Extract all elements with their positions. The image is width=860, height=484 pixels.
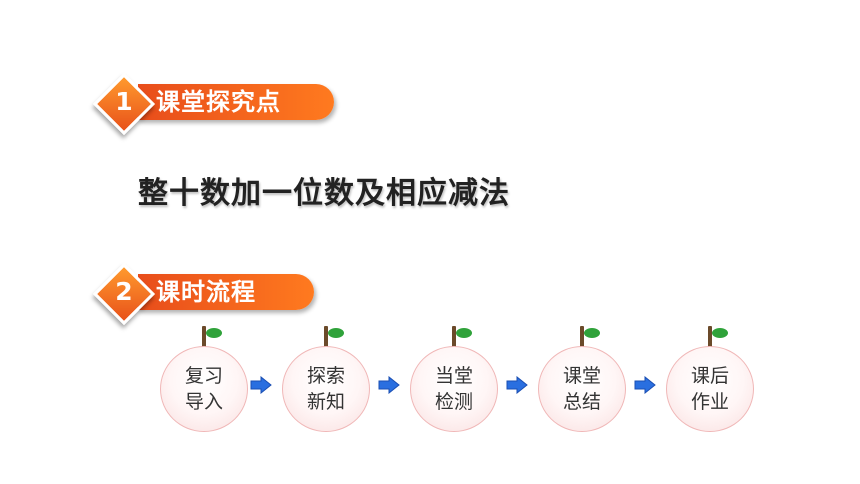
step-label-line2: 检测: [434, 391, 473, 413]
flow-step-explore[interactable]: 探索 新知: [280, 320, 372, 432]
stem-icon: [452, 326, 456, 348]
step-bubble: 探索 新知: [282, 346, 370, 432]
step-label-line1: 复习: [184, 365, 223, 387]
right-arrow-icon: [250, 376, 272, 394]
section-label-bar: [138, 274, 314, 310]
step-bubble: 课堂 总结: [538, 346, 626, 432]
right-arrow-icon: [506, 376, 528, 394]
flow-step-homework[interactable]: 课后 作业: [664, 320, 756, 432]
flow-step-summary[interactable]: 课堂 总结: [536, 320, 628, 432]
section-header-1: 1 课堂探究点: [92, 72, 344, 136]
step-label-line1: 课后: [690, 365, 729, 387]
flow-step-test[interactable]: 当堂 检测: [408, 320, 500, 432]
step-bubble: 课后 作业: [666, 346, 754, 432]
right-arrow-icon: [378, 376, 400, 394]
section-number: 1: [115, 87, 133, 116]
section-title: 课时流程: [156, 278, 256, 306]
step-label-line1: 当堂: [434, 365, 473, 387]
stem-icon: [580, 326, 584, 348]
step-bubble: 复习 导入: [160, 346, 248, 432]
section-header-2: 2 课时流程: [92, 262, 324, 326]
stem-icon: [324, 326, 328, 348]
leaf-icon: [328, 328, 344, 338]
topic-title: 整十数加一位数及相应减法: [138, 176, 510, 211]
flow-step-review[interactable]: 复习 导入: [158, 320, 250, 432]
section-number: 2: [115, 277, 133, 306]
step-bubble: 当堂 检测: [410, 346, 498, 432]
stem-icon: [708, 326, 712, 348]
leaf-icon: [584, 328, 600, 338]
step-label-line2: 作业: [690, 391, 729, 413]
leaf-icon: [456, 328, 472, 338]
section-label-bar: [138, 84, 334, 120]
step-label-line2: 新知: [306, 391, 345, 413]
step-label-line2: 导入: [184, 391, 223, 413]
step-label-line2: 总结: [562, 391, 601, 413]
right-arrow-icon: [634, 376, 656, 394]
stem-icon: [202, 326, 206, 348]
leaf-icon: [712, 328, 728, 338]
leaf-icon: [206, 328, 222, 338]
step-label-line1: 课堂: [562, 365, 601, 387]
section-title: 课堂探究点: [156, 88, 281, 116]
step-label-line1: 探索: [306, 365, 345, 387]
